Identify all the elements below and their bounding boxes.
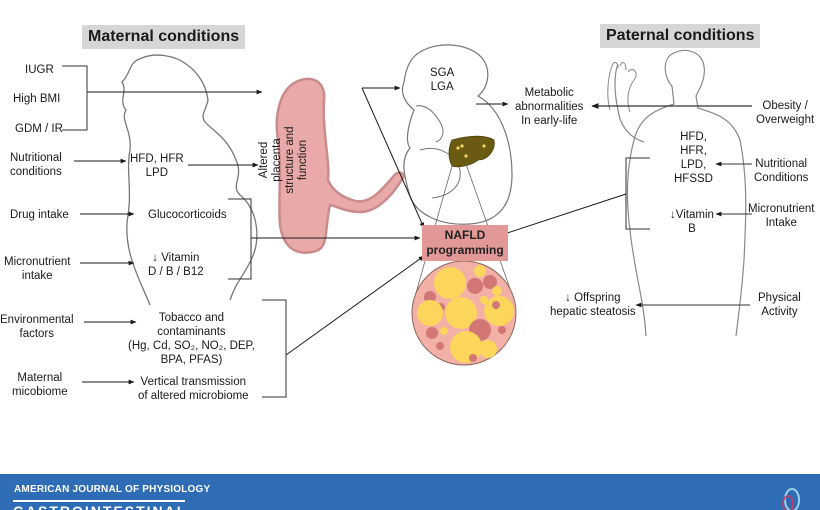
maternal-iugr: IUGR bbox=[25, 64, 54, 76]
paternal-obesity-label: Obesity /Overweight bbox=[756, 100, 815, 126]
lipid-droplet bbox=[479, 340, 497, 358]
bracket-maternal-group1 bbox=[62, 65, 88, 131]
banner-divider bbox=[13, 500, 185, 502]
maternal-gdm-ir: GDM / IR bbox=[15, 123, 63, 135]
lipid-droplet bbox=[480, 296, 488, 304]
liver-histology-circle bbox=[411, 260, 517, 366]
journal-section: GASTROINTESTINAL bbox=[13, 504, 187, 510]
lipid-droplet bbox=[492, 286, 502, 296]
fetus-arm bbox=[415, 105, 444, 143]
maternal-drug-effect: Glucocorticoids bbox=[148, 209, 227, 221]
maternal-high-bmi: High BMI bbox=[13, 93, 61, 105]
fetus-silhouette bbox=[401, 44, 513, 225]
hepatocyte bbox=[469, 354, 477, 362]
lipid-droplet bbox=[445, 297, 477, 329]
man-silhouette bbox=[614, 49, 747, 337]
lipid-droplet bbox=[440, 327, 448, 335]
journal-banner: AMERICAN JOURNAL OF PHYSIOLOGY GASTROINT… bbox=[0, 474, 820, 510]
hepatocyte bbox=[426, 327, 438, 339]
hepatocyte bbox=[498, 326, 506, 334]
lipid-droplet bbox=[474, 265, 486, 277]
pregnant-woman-silhouette bbox=[121, 54, 258, 306]
journal-name: AMERICAN JOURNAL OF PHYSIOLOGY bbox=[14, 484, 211, 495]
placenta-shape bbox=[275, 77, 406, 254]
lipid-droplet bbox=[434, 267, 466, 299]
hepatocyte bbox=[483, 275, 497, 289]
bracket-paternal bbox=[625, 157, 650, 230]
paternal-nutritional-effect: HFD,HFR, LPD,HFSSD bbox=[674, 131, 713, 185]
bracket-maternal-group2 bbox=[228, 198, 252, 280]
hepatocyte bbox=[436, 342, 444, 350]
bracket-maternal-group3 bbox=[262, 299, 287, 398]
hepatocyte bbox=[424, 291, 436, 303]
hepatocyte bbox=[492, 301, 500, 309]
journal-logo-icon bbox=[782, 488, 800, 510]
lipid-droplet bbox=[450, 331, 482, 363]
lipid-droplet bbox=[484, 296, 514, 326]
man-raised-hand bbox=[607, 61, 637, 113]
hepatocyte bbox=[467, 278, 483, 294]
lipid-droplet bbox=[417, 300, 443, 326]
maternal-drug-label: Drug intake bbox=[10, 209, 69, 221]
fetal-liver bbox=[448, 135, 495, 168]
maternal-header: Maternal conditions bbox=[82, 25, 246, 49]
fetus-leg bbox=[419, 148, 461, 199]
paternal-header: Paternal conditions bbox=[600, 24, 761, 48]
